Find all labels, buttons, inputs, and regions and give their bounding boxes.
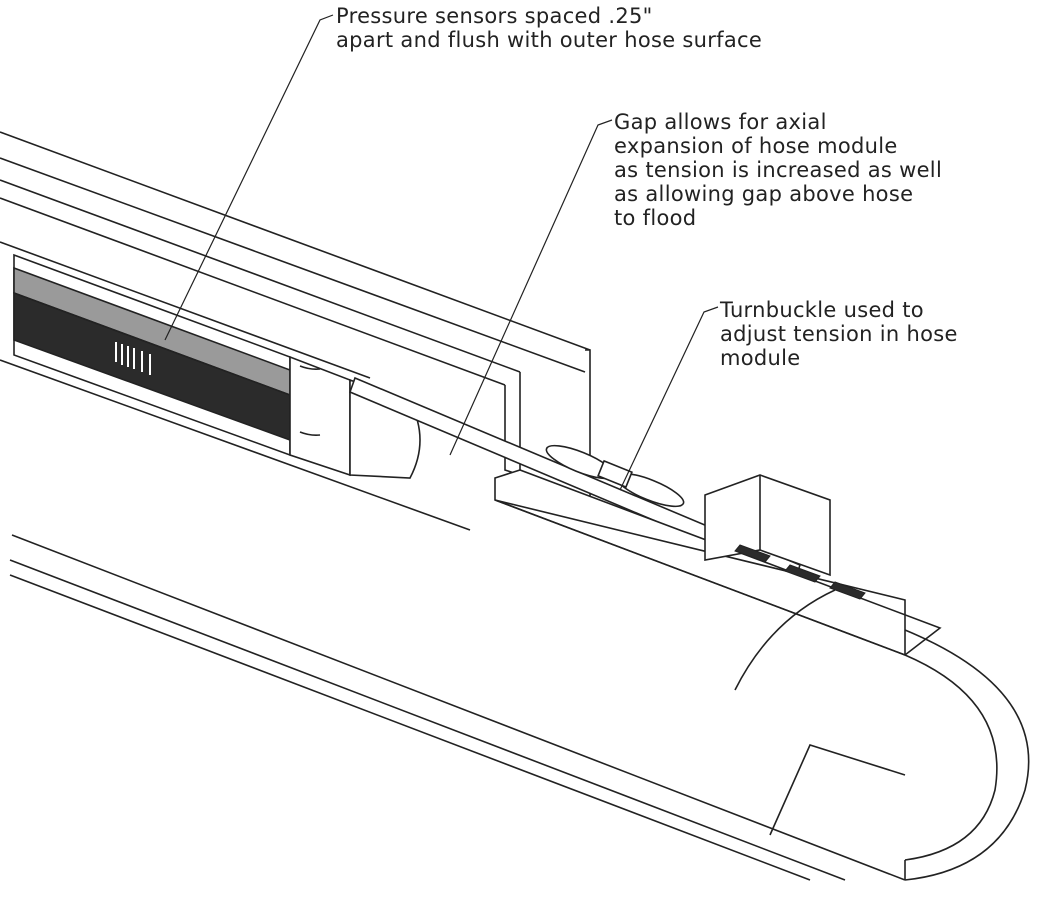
callout-turnbuckle: Turnbuckle used to adjust tension in hos… bbox=[720, 298, 958, 370]
sensor-cable bbox=[734, 589, 836, 691]
leader-lines bbox=[164, 14, 719, 491]
slot-2 bbox=[784, 564, 821, 583]
plate-slots bbox=[734, 544, 866, 600]
channel-edge-1 bbox=[0, 131, 591, 351]
slot-3 bbox=[829, 581, 866, 600]
pipe-end-outer bbox=[904, 629, 1030, 881]
gap-leader bbox=[449, 119, 613, 456]
turnbuckle bbox=[545, 444, 685, 508]
pipe-inner-edge bbox=[9, 559, 846, 881]
turnbuckle-body bbox=[597, 459, 633, 489]
outer-pipe bbox=[9, 534, 1030, 881]
fitting-block bbox=[289, 355, 351, 477]
callout-turnbuckle-line-1: Turnbuckle used to bbox=[720, 298, 924, 322]
turnbuckle-leader bbox=[619, 306, 719, 491]
callout-gap-line-2: expansion of hose module bbox=[614, 134, 898, 158]
callout-gap-line-5: to flood bbox=[614, 206, 697, 230]
callout-turnbuckle-line-2: adjust tension in hose bbox=[720, 322, 958, 346]
callout-turnbuckle-line-3: module bbox=[720, 346, 801, 370]
callout-gap-line-4: as allowing gap above hose bbox=[614, 182, 914, 206]
slot-1 bbox=[734, 544, 771, 563]
callout-sensors-line-1: Pressure sensors spaced .25" bbox=[336, 4, 653, 28]
pipe-top-edge bbox=[11, 534, 906, 881]
callout-sensors: Pressure sensors spaced .25" apart and f… bbox=[336, 4, 762, 52]
channel-edge-4 bbox=[0, 197, 506, 386]
hose-lower-edge bbox=[0, 359, 471, 531]
pipe-bottom-edge bbox=[9, 574, 811, 881]
pipe-inner-panel bbox=[769, 744, 906, 836]
plate-top bbox=[494, 469, 942, 656]
channel-edge-3 bbox=[0, 179, 521, 373]
hose-top-edge bbox=[0, 241, 371, 379]
sensor-leader bbox=[164, 14, 334, 341]
callout-gap-line-1: Gap allows for axial bbox=[614, 110, 827, 134]
callout-gap-line-3: as tension is increased as well bbox=[614, 158, 943, 182]
end-fitting bbox=[289, 355, 421, 479]
plate-edge bbox=[494, 499, 906, 657]
callout-gap: Gap allows for axial expansion of hose m… bbox=[614, 110, 942, 230]
callout-sensors-line-2: apart and flush with outer hose surface bbox=[336, 28, 763, 52]
fitting-detail-2 bbox=[299, 431, 321, 436]
channel-edge-2 bbox=[0, 157, 586, 373]
channel-end-outer bbox=[585, 349, 591, 505]
pipe-end-inner bbox=[904, 654, 998, 861]
fitting-detail-1 bbox=[299, 365, 321, 370]
base-plate bbox=[494, 469, 942, 657]
pressure-sensor-array bbox=[115, 342, 151, 375]
upper-channel bbox=[0, 131, 591, 505]
